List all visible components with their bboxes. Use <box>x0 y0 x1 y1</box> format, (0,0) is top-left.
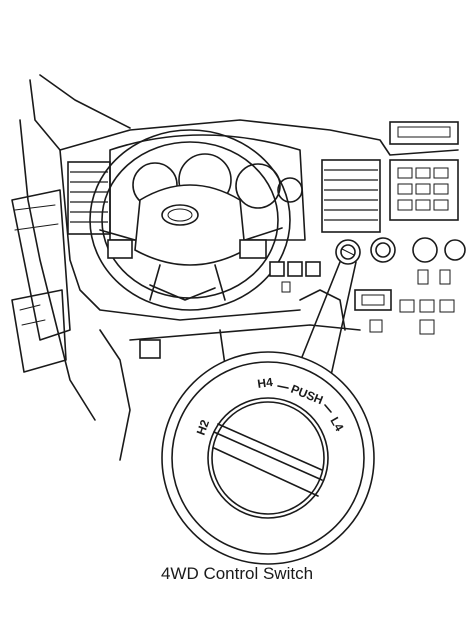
4wd-switch-callout <box>161 351 375 565</box>
diagram-caption: 4WD Control Switch <box>160 564 314 583</box>
dial-label-push: PUSH <box>289 382 325 407</box>
center-console-stack <box>354 121 466 335</box>
left-air-vent <box>67 161 111 235</box>
callout-leader-lines <box>295 261 357 381</box>
center-air-vent <box>321 159 381 233</box>
4wd-switch-location <box>335 239 361 265</box>
dial-label-h2: H2 <box>194 418 213 438</box>
steering-wheel <box>89 129 291 311</box>
dial-label-dashes <box>277 385 332 413</box>
dial-label-h4: H4 <box>256 375 273 391</box>
center-switch-panel <box>269 261 321 293</box>
dial-label-l4: L4 <box>327 415 346 434</box>
